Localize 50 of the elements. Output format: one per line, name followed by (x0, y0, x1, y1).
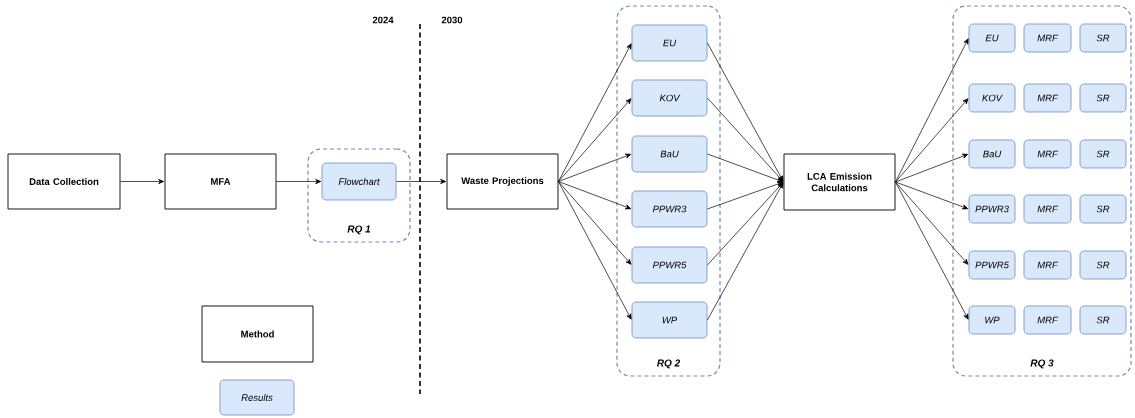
arrow (895, 181, 969, 210)
result-box: SR (1079, 139, 1127, 169)
arrow (707, 181, 784, 210)
arrow (558, 181, 632, 320)
arrow (895, 153, 969, 183)
result-box: SR (1079, 305, 1127, 335)
year-label: 2030 (441, 16, 463, 24)
arrow (707, 153, 784, 183)
process-box: Data Collection (7, 153, 121, 210)
process-box: LCA Emission Calculations (783, 153, 896, 211)
process-box: Waste Projections (446, 153, 559, 210)
result-box: MRF (1023, 83, 1072, 113)
result-box: Results (219, 379, 295, 416)
result-box: SR (1079, 250, 1127, 280)
result-box: BaU (631, 135, 708, 173)
result-box: MRF (1023, 305, 1072, 335)
result-box: EU (631, 24, 708, 62)
arrow (276, 178, 322, 185)
arrow (895, 181, 969, 320)
result-box: BaU (968, 139, 1016, 169)
result-box: MRF (1023, 23, 1072, 53)
result-box: MRF (1023, 194, 1072, 224)
arrow (558, 153, 632, 182)
result-box: PPWR3 (968, 194, 1016, 224)
arrow (396, 178, 447, 185)
result-box: PPWR3 (631, 190, 708, 228)
year-label: 2024 (372, 16, 394, 24)
result-box: KOV (968, 83, 1016, 113)
arrow (120, 178, 164, 185)
arrow (895, 181, 969, 265)
arrow (895, 98, 969, 183)
result-box: SR (1079, 23, 1127, 53)
arrow (558, 181, 632, 265)
result-box: PPWR5 (968, 250, 1016, 280)
result-box: MRF (1023, 139, 1072, 169)
result-box: PPWR5 (631, 246, 708, 284)
result-box: KOV (631, 79, 708, 117)
arrow (558, 98, 632, 182)
process-box: Method (201, 305, 314, 363)
result-box: WP (968, 305, 1016, 335)
result-box: SR (1079, 194, 1127, 224)
arrow (558, 43, 632, 182)
process-box: MFA (164, 153, 277, 210)
result-box: SR (1079, 83, 1127, 113)
result-box: MRF (1023, 250, 1072, 280)
arrow (558, 181, 632, 210)
result-box: EU (968, 23, 1016, 53)
result-box: WP (631, 301, 708, 339)
arrow (895, 38, 969, 183)
result-box: Flowchart (321, 162, 397, 201)
